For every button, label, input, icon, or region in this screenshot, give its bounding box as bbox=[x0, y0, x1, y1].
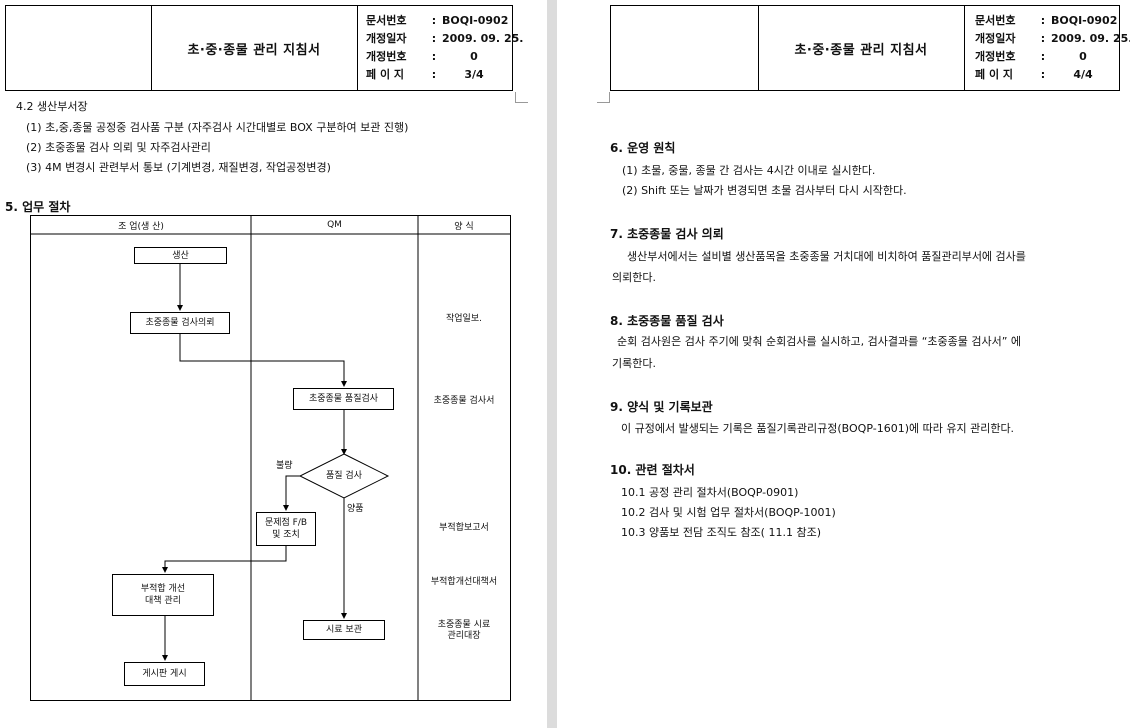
revision-date: 2009. 09. 25. bbox=[1051, 32, 1130, 45]
meta-label: 문서번호 bbox=[975, 14, 1016, 27]
col-header-qm: QM bbox=[327, 220, 342, 230]
doc-number: BOQI-0902 bbox=[442, 14, 509, 27]
list-item: (2) 초중종물 검사 의뢰 및 자주검사관리 bbox=[26, 141, 211, 154]
page-gutter bbox=[547, 0, 557, 728]
document-page-4: 초·중·종물 관리 지침서 문서번호:BOQI-0902 개정일자:2009. … bbox=[557, 0, 1130, 728]
decision-label: 품질 검사 bbox=[326, 471, 362, 481]
form-nc-report: 부적합보고서 bbox=[439, 523, 489, 533]
doc-number: BOQI-0902 bbox=[1051, 14, 1118, 27]
meta-label: 개정일자 bbox=[975, 32, 1016, 45]
list-item: (2) Shift 또는 날짜가 변경되면 초물 검사부터 다시 시작한다. bbox=[622, 184, 907, 197]
document-meta: 문서번호:BOQI-0902 개정일자:2009. 09. 25. 개정번호:0… bbox=[366, 12, 523, 84]
header-logo-cell bbox=[6, 6, 152, 90]
list-item: 10.2 검사 및 시험 업무 절차서(BOQP-1001) bbox=[621, 506, 836, 519]
paragraph-line: 이 규정에서 발생되는 기록은 품질기록관리규정(BOQP-1601)에 따라 … bbox=[621, 422, 1015, 435]
process-flowchart: 조 업(생 산) QM 양 식 생산 초중종물 검사의뢰 초중종물 품질검사 품… bbox=[30, 215, 511, 701]
meta-label: 개정번호 bbox=[975, 50, 1016, 63]
document-header: 초·중·종물 관리 지침서 문서번호:BOQI-0902 개정일자:2009. … bbox=[5, 5, 523, 91]
feedback-line2: 및 조치 bbox=[272, 530, 300, 540]
revision-number: 0 bbox=[1079, 50, 1087, 63]
label-pass: 양품 bbox=[347, 504, 364, 514]
box-inspection-request: 초중종물 검사의뢰 bbox=[130, 312, 230, 334]
box-bulletin-board: 게시판 게시 bbox=[124, 662, 205, 686]
ledger-line2: 관리대장 bbox=[447, 631, 481, 641]
box-production: 생산 bbox=[134, 247, 227, 264]
improve-line2: 대책 관리 bbox=[145, 596, 181, 606]
col-header-forms: 양 식 bbox=[454, 221, 474, 232]
paragraph-line: 생산부서에서는 설비별 생산품목을 초중종물 거치대에 비치하여 품질관리부서에… bbox=[627, 250, 1026, 263]
section-7-title: 7. 초중종물 검사 의뢰 bbox=[610, 227, 724, 241]
list-item: (1) 초,중,종물 공정중 검사품 구분 (자주검사 시간대별로 BOX 구분… bbox=[26, 121, 409, 134]
list-item: (1) 초물, 중물, 종물 간 검사는 4시간 이내로 실시한다. bbox=[622, 164, 876, 177]
box-feedback: 문제점 F/B 및 조치 bbox=[256, 512, 316, 546]
paragraph-line: 기록한다. bbox=[612, 357, 656, 370]
document-title: 초·중·종물 관리 지침서 bbox=[151, 6, 358, 90]
revision-date: 2009. 09. 25. bbox=[442, 32, 524, 45]
section-9-title: 9. 양식 및 기록보관 bbox=[610, 400, 713, 414]
flowchart-lines bbox=[31, 216, 510, 700]
meta-label: 페 이 지 bbox=[975, 68, 1014, 81]
label-fail: 불량 bbox=[276, 461, 293, 471]
list-item: 10.3 양품보 전담 조직도 참조( 11.1 참조) bbox=[621, 526, 821, 539]
ledger-line1: 초중종물 시료 bbox=[437, 620, 491, 630]
box-quality-inspection: 초중종물 품질검사 bbox=[293, 388, 394, 410]
form-sample-ledger: 초중종물 시료 관리대장 bbox=[421, 620, 507, 642]
page-number: 3/4 bbox=[464, 68, 484, 81]
section-6-title: 6. 운영 원칙 bbox=[610, 141, 676, 155]
revision-number: 0 bbox=[470, 50, 478, 63]
margin-mark bbox=[597, 92, 610, 103]
document-page-3: 초·중·종물 관리 지침서 문서번호:BOQI-0902 개정일자:2009. … bbox=[0, 0, 547, 728]
list-item: 10.1 공정 관리 절차서(BOQP-0901) bbox=[621, 486, 799, 499]
section-5-title: 5. 업무 절차 bbox=[5, 200, 71, 214]
meta-label: 페 이 지 bbox=[366, 68, 405, 81]
box-sample-storage: 시료 보관 bbox=[303, 620, 385, 640]
section-10-title: 10. 관련 절차서 bbox=[610, 463, 695, 477]
form-work-log: 작업일보. bbox=[446, 314, 482, 324]
meta-label: 개정일자 bbox=[366, 32, 407, 45]
document-title: 초·중·종물 관리 지침서 bbox=[758, 6, 965, 90]
col-header-production: 조 업(생 산) bbox=[118, 221, 164, 232]
meta-label: 문서번호 bbox=[366, 14, 407, 27]
form-inspection-sheet: 초중종물 검사서 bbox=[433, 396, 495, 406]
improve-line1: 부적합 개선 bbox=[140, 584, 186, 594]
document-header: 초·중·종물 관리 지침서 문서번호:BOQI-0902 개정일자:2009. … bbox=[610, 5, 1130, 91]
margin-mark bbox=[515, 92, 528, 103]
header-logo-cell bbox=[611, 6, 759, 90]
page-number: 4/4 bbox=[1073, 68, 1093, 81]
paragraph-line: 의뢰한다. bbox=[612, 271, 656, 284]
form-nc-plan: 부적합개선대책서 bbox=[430, 577, 498, 587]
section-8-title: 8. 초중종물 품질 검사 bbox=[610, 314, 724, 328]
meta-label: 개정번호 bbox=[366, 50, 407, 63]
document-meta: 문서번호:BOQI-0902 개정일자:2009. 09. 25. 개정번호:0… bbox=[975, 12, 1130, 84]
box-nc-improvement: 부적합 개선 대책 관리 bbox=[112, 574, 214, 616]
feedback-line1: 문제점 F/B bbox=[264, 518, 308, 528]
paragraph-line: 순회 검사원은 검사 주기에 맞춰 순회검사를 실시하고, 검사결과를 “초중종… bbox=[617, 335, 1022, 348]
list-item: (3) 4M 변경시 관련부서 통보 (기계변경, 재질변경, 작업공정변경) bbox=[26, 161, 331, 174]
section-4-2-title: 4.2 생산부서장 bbox=[16, 100, 88, 113]
